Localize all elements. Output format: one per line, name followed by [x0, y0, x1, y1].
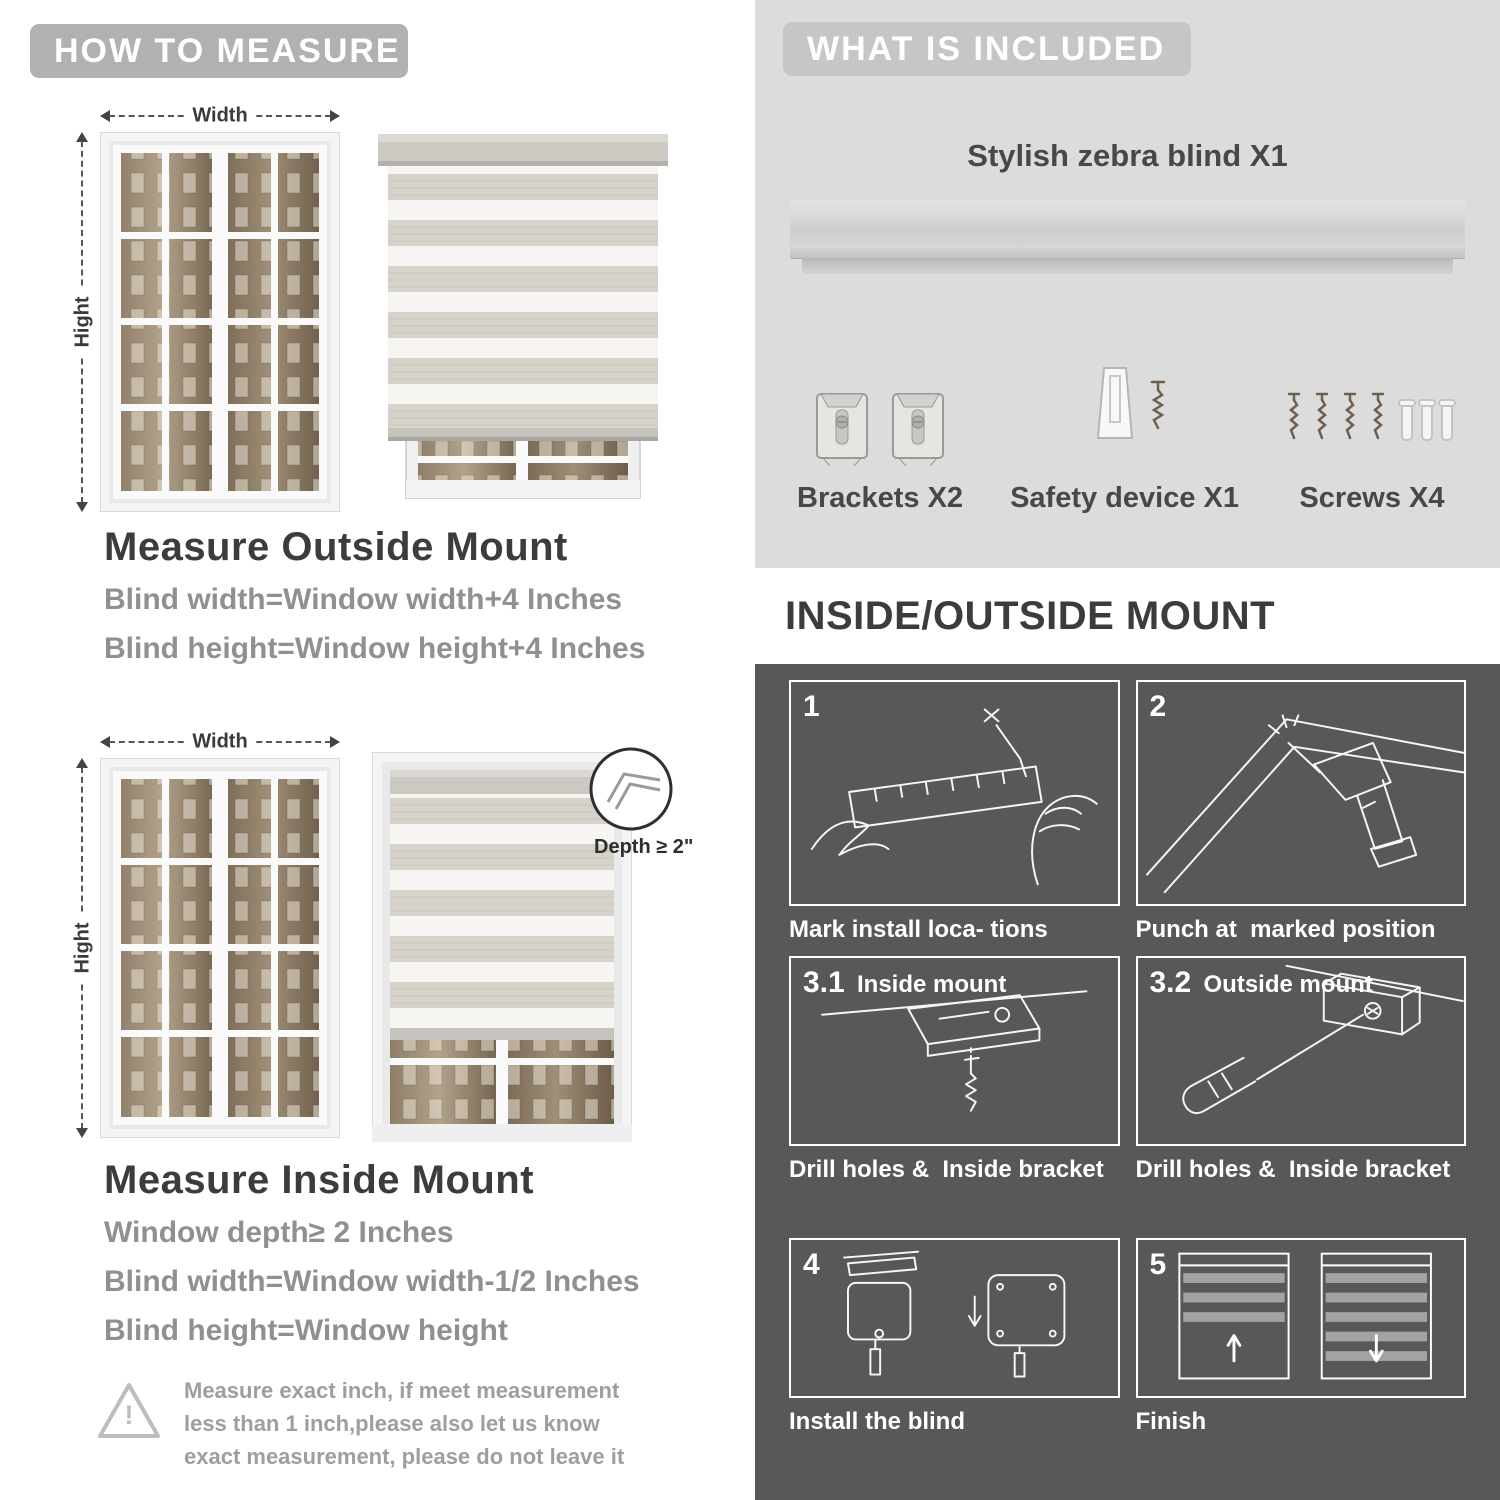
install-blind-drawing — [843, 1250, 1066, 1378]
arrowhead-right-icon — [330, 736, 340, 748]
inside-mount-blind-illustration — [371, 751, 633, 1147]
brackets-icon — [811, 328, 949, 468]
arrowhead-down-icon — [76, 1128, 88, 1138]
arrowhead-left-icon — [100, 736, 110, 748]
depth-callout-icon — [586, 744, 676, 839]
product-label: Stylish zebra blind X1 — [967, 138, 1288, 173]
step-2: 2 Punch at mar — [1135, 680, 1466, 944]
inside-rule-width: Blind width=Window width-1/2 Inches — [104, 1265, 640, 1298]
step-title: Inside mount — [857, 971, 1007, 998]
measure-note: ! Measure exact inch, if meet measuremen… — [96, 1374, 661, 1473]
drill-drawing — [1145, 714, 1464, 894]
step-number: 3.2 — [1149, 966, 1192, 999]
steps-grid: 1 Mark install loca- tions — [789, 680, 1466, 1448]
step-1-illustration: 1 — [789, 680, 1120, 906]
window-illustration — [99, 757, 341, 1139]
height-measure-arrow: Hight — [68, 758, 98, 1138]
what-is-included-banner: WHAT IS INCLUDED — [783, 22, 1191, 76]
step-4-caption: Install the blind — [789, 1408, 966, 1435]
arrowhead-right-icon — [330, 110, 340, 122]
item-safety-device: Safety device X1 — [1010, 328, 1239, 515]
zebra-blind-headrail-illustration — [790, 200, 1465, 274]
arrowhead-left-icon — [100, 110, 110, 122]
step-number: 4 — [803, 1248, 820, 1281]
inside-outside-mount-heading: INSIDE/OUTSIDE MOUNT — [785, 593, 1276, 638]
outside-mount-text: Blind width=Window width+4 Inches Blind … — [104, 583, 645, 666]
height-label: Hight — [69, 914, 97, 982]
outside-rule-width: Blind width=Window width+4 Inches — [104, 583, 623, 616]
step-5-illustration: 5 — [1135, 1238, 1466, 1398]
step-3-2-illustration: 3.2 Outside mount — [1135, 956, 1466, 1146]
finish-drawing — [1177, 1252, 1432, 1380]
headrail-bar — [790, 200, 1465, 258]
step-3-1-illustration: 3.1 Inside mount — [789, 956, 1120, 1146]
outside-bracket-drawing — [1181, 964, 1464, 1115]
width-label: Width — [184, 730, 256, 754]
inside-mount-heading: Measure Inside Mount — [104, 1158, 535, 1202]
inside-rule-depth: Window depth≥ 2 Inches — [104, 1216, 454, 1249]
step-number: 2 — [1149, 690, 1167, 723]
inside-bracket-drawing — [821, 990, 1088, 1112]
step-5-caption: Finish — [1135, 1408, 1207, 1435]
arrowhead-up-icon — [76, 758, 88, 768]
included-items: Brackets X2 Safety device X1 — [797, 328, 1458, 515]
step-title: Outside mount — [1203, 971, 1373, 998]
outside-mount-heading: Measure Outside Mount — [104, 525, 568, 569]
step-1-caption: Mark install loca- tions — [789, 916, 1048, 943]
width-label: Width — [184, 104, 256, 128]
width-measure-arrow: Width — [100, 102, 340, 130]
arrowhead-up-icon — [76, 132, 88, 142]
width-measure-arrow: Width — [100, 728, 340, 756]
outside-mount-blind-illustration — [378, 128, 668, 513]
step-5: 5 — [1135, 1238, 1466, 1436]
step-number: 1 — [803, 690, 820, 723]
warning-exclamation: ! — [124, 1400, 134, 1430]
step-3-1-caption: Drill holes & Inside bracket — [789, 1156, 1104, 1183]
inside-mount-window-figure: Width Hight — [68, 728, 341, 1139]
outside-mount-window-figure: Width Hight — [68, 102, 341, 513]
arrowhead-down-icon — [76, 502, 88, 512]
inside-rule-height: Blind height=Window height — [104, 1314, 508, 1347]
step-3-2-caption: Drill holes & Inside bracket — [1135, 1156, 1451, 1183]
headrail-bottom-lip — [802, 258, 1453, 274]
screws-icon — [1286, 328, 1458, 468]
screws-label: Screws X4 — [1299, 482, 1445, 514]
height-label: Hight — [69, 288, 97, 356]
measure-note-text: Measure exact inch, if meet measurement … — [184, 1378, 625, 1469]
brackets-label: Brackets X2 — [797, 482, 964, 514]
item-screws: Screws X4 — [1286, 328, 1458, 515]
warning-icon: ! — [96, 1380, 162, 1442]
inside-mount-text: Window depth≥ 2 Inches Blind width=Windo… — [104, 1216, 640, 1348]
safety-device-label: Safety device X1 — [1010, 482, 1239, 514]
mark-locations-drawing — [810, 708, 1098, 886]
depth-callout-label: Depth ≥ 2" — [594, 836, 694, 858]
step-4: 4 — [789, 1238, 1120, 1436]
step-4-illustration: 4 — [789, 1238, 1120, 1398]
step-3-1: 3.1 Inside mount — [789, 956, 1120, 1184]
safety-device-icon — [1070, 328, 1180, 468]
mount-steps-section: 1 Mark install loca- tions — [755, 664, 1500, 1500]
how-to-measure-banner: HOW TO MEASURE — [30, 24, 408, 78]
window-illustration — [99, 131, 341, 513]
mount-heading-strip: INSIDE/OUTSIDE MOUNT — [755, 568, 1500, 664]
what-is-included-section: WHAT IS INCLUDED Stylish zebra blind X1 — [755, 0, 1500, 568]
step-2-caption: Punch at marked position — [1135, 916, 1436, 943]
step-3-2: 3.2 Outside mount — [1135, 956, 1466, 1184]
how-to-measure-section: HOW TO MEASURE Width Hight — [0, 0, 727, 1500]
item-brackets: Brackets X2 — [797, 328, 963, 515]
step-number: 3.1 — [803, 966, 845, 999]
step-2-illustration: 2 — [1135, 680, 1466, 906]
height-measure-arrow: Hight — [68, 132, 98, 512]
step-number: 5 — [1149, 1248, 1167, 1281]
step-1: 1 Mark install loca- tions — [789, 680, 1120, 944]
outside-rule-height: Blind height=Window height+4 Inches — [104, 632, 646, 665]
